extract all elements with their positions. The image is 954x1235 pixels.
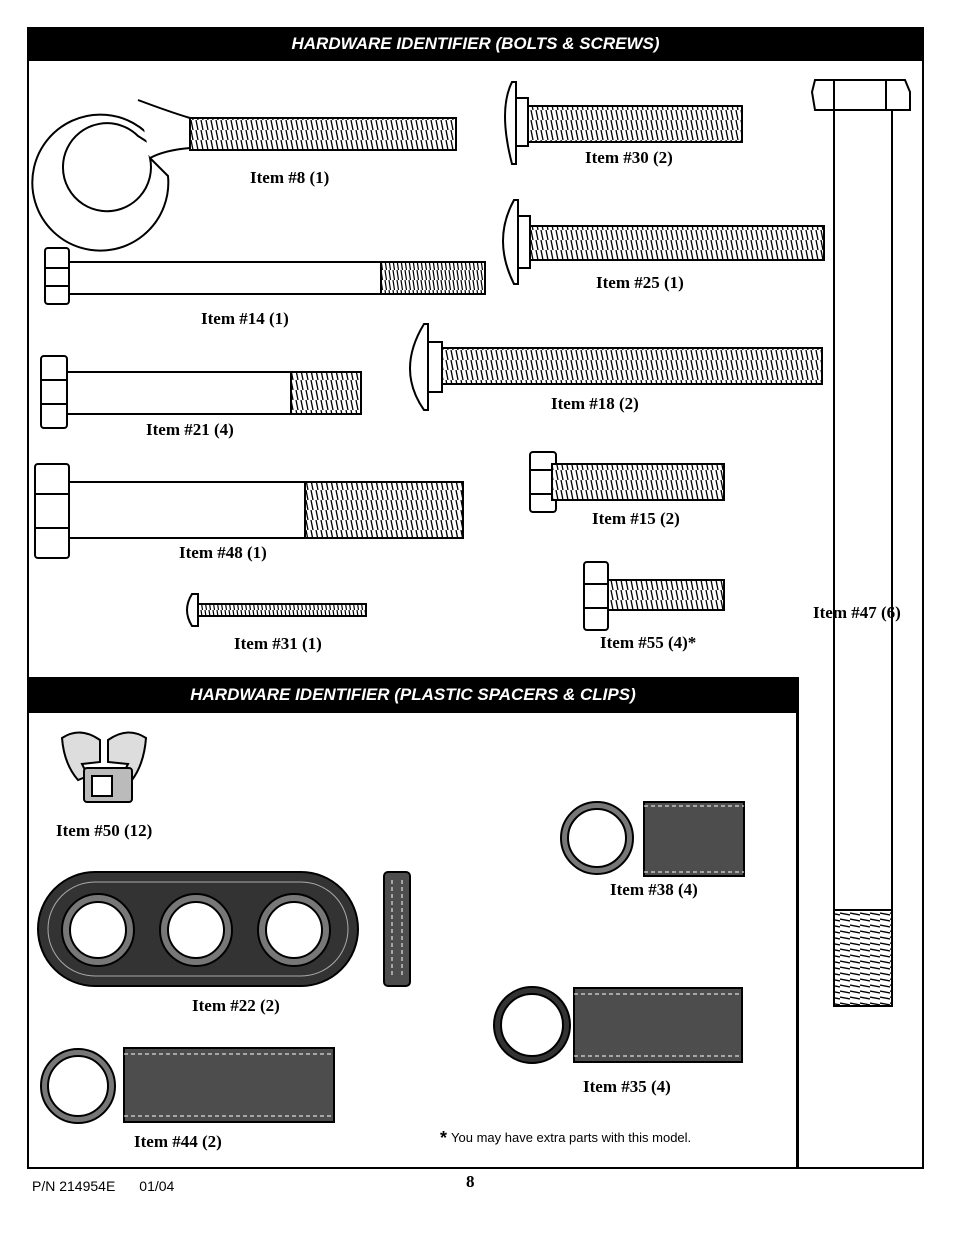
eye-bolt-item-8 xyxy=(31,99,457,252)
label-item-50: Item #50 (12) xyxy=(56,821,153,840)
long-bolt-item-47 xyxy=(810,79,911,1007)
label-item-38: Item #38 (4) xyxy=(610,880,698,899)
label-item-22: Item #22 (2) xyxy=(192,996,280,1015)
revision-date: 01/04 xyxy=(139,1178,175,1194)
carriage-bolt-item-30 xyxy=(504,81,743,165)
label-item-55: Item #55 (4)* xyxy=(600,633,697,652)
spacer-item-35 xyxy=(493,986,743,1064)
spacer-item-44 xyxy=(40,1047,335,1124)
flange-bolt-item-15 xyxy=(529,451,725,513)
label-item-18: Item #18 (2) xyxy=(551,394,639,413)
label-item-25: Item #25 (1) xyxy=(596,273,684,292)
carriage-bolt-item-25 xyxy=(502,199,825,285)
label-item-8: Item #8 (1) xyxy=(250,168,330,187)
label-item-14: Item #14 (1) xyxy=(201,309,289,328)
triple-spacer-item-22 xyxy=(37,871,411,987)
footer-part-number: P/N 214954E 01/04 xyxy=(32,1178,198,1194)
note-asterisk: * xyxy=(440,1128,448,1148)
label-item-44: Item #44 (2) xyxy=(134,1132,222,1151)
screw-item-31 xyxy=(186,593,367,627)
bolts-section-header: HARDWARE IDENTIFIER (BOLTS & SCREWS) xyxy=(27,27,924,61)
carriage-bolt-item-18 xyxy=(409,323,823,411)
hex-bolt-item-21 xyxy=(40,355,362,429)
label-item-47: Item #47 (6) xyxy=(813,603,901,622)
page-number: 8 xyxy=(466,1172,475,1191)
spacers-section-header: HARDWARE IDENTIFIER (PLASTIC SPACERS & C… xyxy=(27,677,799,713)
plastic-clip-item-50 xyxy=(60,731,148,803)
label-item-15: Item #15 (2) xyxy=(592,509,680,528)
hex-bolt-item-48 xyxy=(34,463,464,559)
spacer-item-38 xyxy=(560,801,745,877)
label-item-48: Item #48 (1) xyxy=(179,543,267,562)
label-item-30: Item #30 (2) xyxy=(585,148,673,167)
spacers-section-right-border xyxy=(796,677,799,1169)
note-text: You may have extra parts with this model… xyxy=(451,1130,692,1145)
label-item-21: Item #21 (4) xyxy=(146,420,234,439)
part-number: P/N 214954E xyxy=(32,1178,116,1194)
label-item-35: Item #35 (4) xyxy=(583,1077,671,1096)
hex-bolt-item-14 xyxy=(44,247,486,305)
flange-bolt-item-55 xyxy=(583,561,725,631)
extra-parts-note: *You may have extra parts with this mode… xyxy=(440,1128,691,1149)
label-item-31: Item #31 (1) xyxy=(234,634,322,653)
